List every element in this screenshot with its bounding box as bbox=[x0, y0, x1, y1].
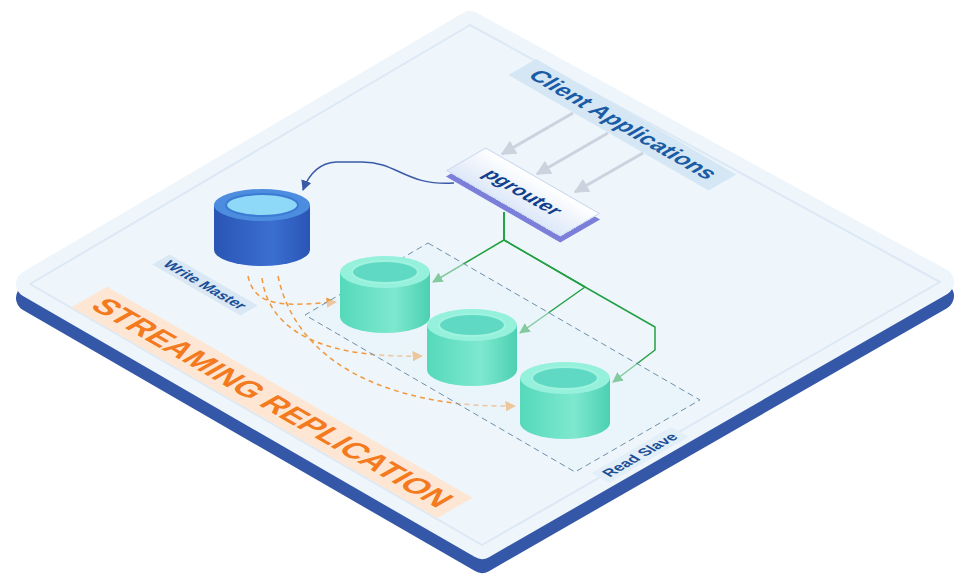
section-title: STREAMING REPLICATION bbox=[71, 286, 472, 518]
router-box: pgrouter bbox=[430, 135, 615, 250]
master-db: Write Master bbox=[140, 180, 320, 330]
node-label: Read Slave bbox=[592, 427, 689, 483]
connector bbox=[537, 133, 608, 174]
slave-cylinder bbox=[340, 256, 430, 333]
node-label: pgrouter bbox=[446, 147, 600, 236]
slave-cylinder bbox=[520, 362, 610, 439]
connector bbox=[502, 113, 573, 154]
master-cylinder bbox=[214, 189, 310, 266]
connector bbox=[575, 153, 643, 192]
node-label: Write Master bbox=[152, 255, 257, 316]
connector bbox=[303, 162, 454, 190]
node-label: Client Applications bbox=[508, 59, 736, 191]
connector bbox=[248, 276, 336, 304]
slave-cylinder bbox=[427, 309, 517, 386]
